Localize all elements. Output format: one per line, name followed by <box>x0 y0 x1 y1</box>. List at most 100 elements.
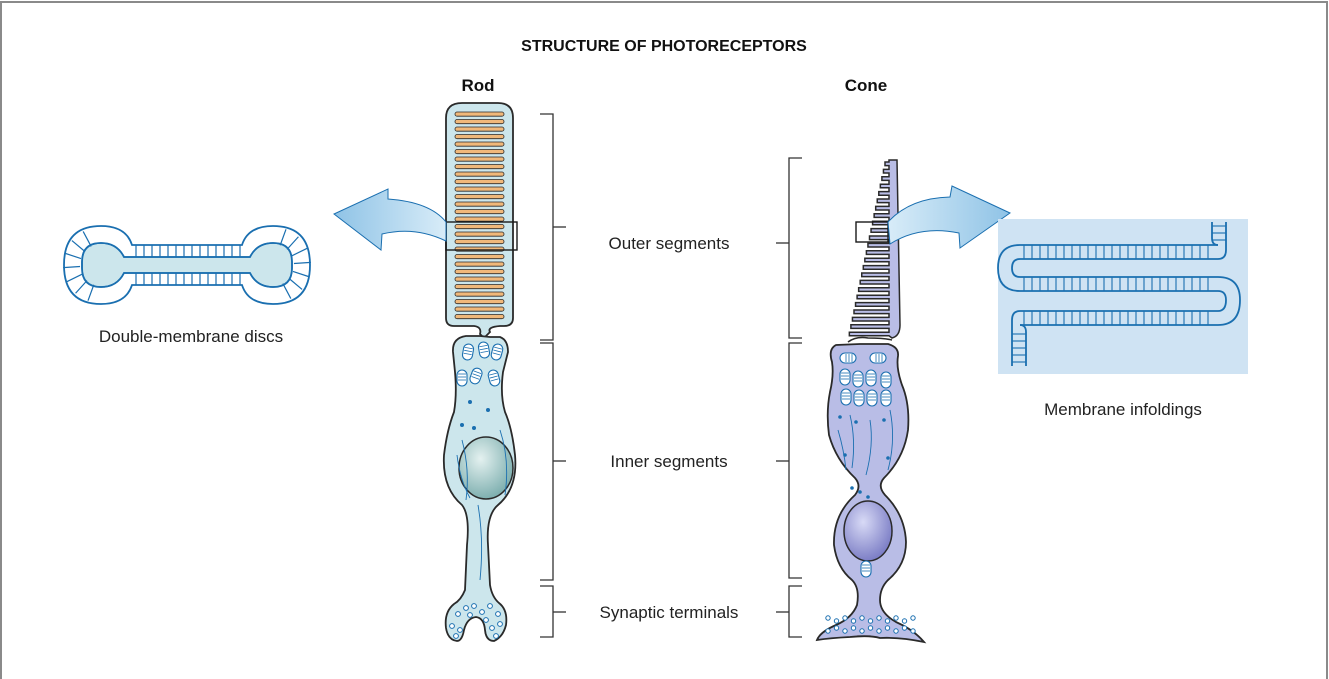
cone-mitochondrion <box>854 390 864 406</box>
rod-disc <box>455 195 504 199</box>
disc-rung <box>292 248 307 255</box>
cone-vesicle <box>911 629 915 633</box>
cone-granule <box>886 456 890 460</box>
cone-inner-segment <box>817 344 924 642</box>
disc-rung <box>283 284 291 299</box>
rod-vesicle <box>496 612 501 617</box>
rod-disc <box>455 112 504 116</box>
cone-vesicle <box>885 619 889 623</box>
infolding-background <box>998 219 1248 374</box>
mitochondrion-outline <box>841 389 851 405</box>
rod-disc <box>455 180 504 184</box>
label-synaptic-terminals: Synaptic terminals <box>600 603 739 622</box>
rod-disc <box>455 232 504 236</box>
rod-disc <box>455 135 504 139</box>
cone-zoom-arrow <box>888 186 1010 248</box>
cone-vesicle <box>826 616 830 620</box>
cone-mitochondrion <box>861 561 871 577</box>
cone-mitochondrion <box>870 353 886 363</box>
cone-vesicle <box>868 626 872 630</box>
cone-mitochondrion <box>881 390 891 406</box>
cone-connecting-cilium <box>848 338 892 343</box>
cone-vesicle <box>826 629 830 633</box>
rod-disc <box>455 262 504 266</box>
cone-granule <box>838 415 842 419</box>
cone-mitochondrion <box>853 371 863 387</box>
cone-heading: Cone <box>845 76 888 95</box>
cone-mitochondrion <box>866 370 876 386</box>
cone-vesicle <box>885 626 889 630</box>
cone-brackets <box>776 158 802 637</box>
rod-disc <box>455 157 504 161</box>
mitochondrion-outline <box>854 390 864 406</box>
label-outer-segments: Outer segments <box>609 234 730 253</box>
rod-vesicle <box>454 634 459 639</box>
cone-mitochondrion <box>867 390 877 406</box>
cone-nucleus <box>844 501 892 561</box>
rod-vesicle <box>456 612 461 617</box>
label-inner-segments: Inner segments <box>610 452 727 471</box>
cone-vesicle <box>902 626 906 630</box>
cone-outer-segment <box>848 160 900 342</box>
disc-rung <box>280 229 286 245</box>
rod-disc <box>455 172 504 176</box>
rod-granule <box>468 400 472 404</box>
disc-lumen <box>82 243 292 287</box>
disc-rung <box>287 237 298 250</box>
disc-rung <box>293 271 309 276</box>
mitochondrion-outline <box>840 369 850 385</box>
rod-vesicle <box>494 634 499 639</box>
rod-granule <box>460 423 464 427</box>
rod-disc <box>455 120 504 124</box>
diagram-title: STRUCTURE OF PHOTORECEPTORS <box>521 38 807 55</box>
disc-rung <box>289 278 302 289</box>
cone-granule <box>882 418 886 422</box>
rod-mitochondrion <box>457 370 467 386</box>
cone-vesicle <box>877 629 881 633</box>
mitochondrion-outline <box>861 561 871 577</box>
cone-lamellae <box>849 160 900 338</box>
rod-granule <box>486 408 490 412</box>
cone-vesicle <box>894 629 898 633</box>
rod-disc <box>455 307 504 311</box>
cone-vesicle <box>834 626 838 630</box>
rod-granule <box>472 426 476 430</box>
rod-vesicle <box>458 628 463 633</box>
cone-granule <box>858 490 862 494</box>
rod-vesicle <box>450 624 455 629</box>
rod-disc <box>455 285 504 289</box>
rod-disc <box>455 217 504 221</box>
disc-rung <box>294 262 311 263</box>
disc-rung <box>65 253 81 258</box>
rod-disc <box>455 292 504 296</box>
rod-disc <box>455 255 504 259</box>
rod-vesicle <box>468 613 473 618</box>
disc-rung <box>76 281 87 294</box>
mitochondrion-outline <box>881 390 891 406</box>
label-membrane-infoldings: Membrane infoldings <box>1044 400 1202 419</box>
cone-granule <box>850 486 854 490</box>
rod-vesicle <box>480 610 485 615</box>
mitochondrion-outline <box>870 353 886 363</box>
double-membrane-disc <box>63 226 311 304</box>
rod-disc <box>455 225 504 229</box>
rod-vesicle <box>490 626 495 631</box>
mitochondrion-outline <box>867 390 877 406</box>
rod-vesicle <box>498 622 503 627</box>
cone-vesicle <box>902 619 906 623</box>
rod-vesicle <box>472 604 477 609</box>
cone-mitochondrion <box>840 369 850 385</box>
label-double-membrane-discs: Double-membrane discs <box>99 327 283 346</box>
cone-vesicle <box>911 616 915 620</box>
mitochondrion-outline <box>853 371 863 387</box>
cone-vesicle <box>860 616 864 620</box>
cone-vesicle <box>843 616 847 620</box>
rod-cell <box>444 103 517 641</box>
disc-rung <box>72 241 85 252</box>
rod-disc <box>455 187 504 191</box>
cone-granule <box>866 495 870 499</box>
rod-disc <box>455 315 504 319</box>
mitochondrion-outline <box>866 370 876 386</box>
rod-vesicle <box>464 606 469 611</box>
